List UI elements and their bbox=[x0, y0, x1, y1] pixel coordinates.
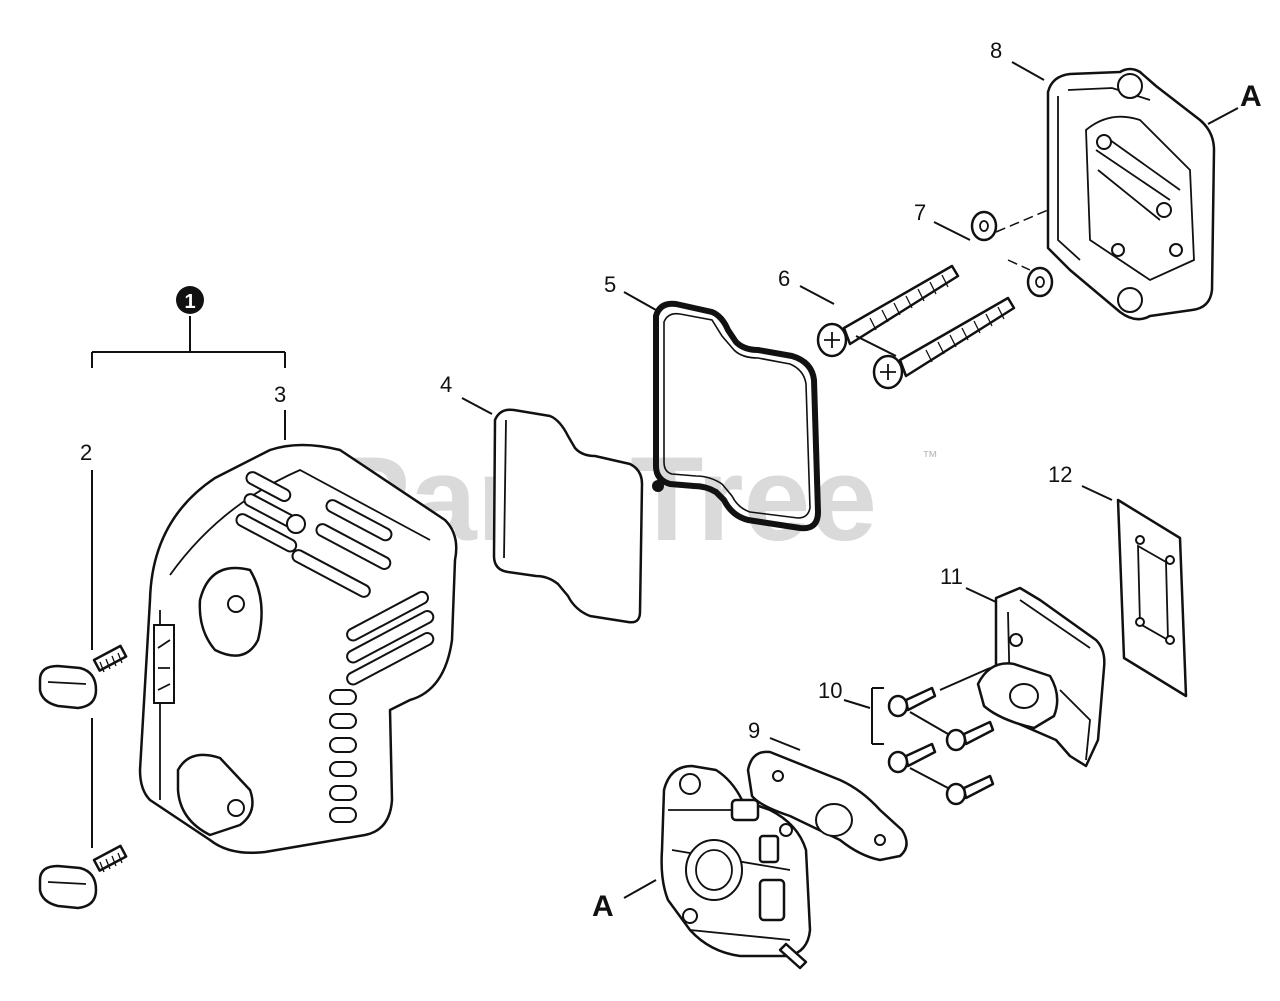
callout-6[interactable]: 6 bbox=[778, 266, 790, 291]
carburetor-gasket[interactable] bbox=[746, 750, 908, 862]
washer-upper[interactable] bbox=[970, 210, 998, 242]
leader-4 bbox=[461, 397, 493, 415]
leader-10-lines bbox=[909, 667, 991, 789]
small-screw-1[interactable] bbox=[887, 686, 937, 718]
callout-3[interactable]: 3 bbox=[274, 382, 286, 407]
leader-12 bbox=[1081, 485, 1113, 501]
leader-a-bottom bbox=[623, 879, 657, 899]
knob-screw-lower[interactable] bbox=[38, 844, 128, 910]
air-cleaner-cover[interactable] bbox=[138, 443, 458, 854]
callout-8[interactable]: 8 bbox=[990, 38, 1002, 63]
assembly-bracket bbox=[91, 316, 286, 368]
leader-5 bbox=[623, 291, 657, 311]
washer-lower[interactable] bbox=[1026, 266, 1054, 298]
callout-1-circle bbox=[176, 286, 204, 314]
callout-4[interactable]: 4 bbox=[440, 372, 452, 397]
reference-letter-a-top: A bbox=[1240, 80, 1262, 113]
callout-5[interactable]: 5 bbox=[604, 272, 616, 297]
leader-8 bbox=[1011, 61, 1045, 81]
leader-6 bbox=[799, 285, 835, 305]
callout-1[interactable]: 1 bbox=[176, 286, 204, 314]
centerline bbox=[995, 209, 1049, 271]
small-screw-3[interactable] bbox=[887, 742, 937, 774]
filter-gasket[interactable] bbox=[652, 300, 821, 532]
leader-a-top bbox=[1207, 107, 1239, 125]
watermark-tm: ™ bbox=[922, 449, 938, 466]
screw-lower[interactable] bbox=[872, 296, 1016, 390]
leader-10 bbox=[843, 687, 884, 745]
leader-11 bbox=[965, 587, 997, 603]
leader-9 bbox=[769, 737, 801, 751]
callout-7[interactable]: 7 bbox=[914, 200, 926, 225]
small-screw-2[interactable] bbox=[945, 720, 995, 752]
callout-2[interactable]: 2 bbox=[80, 440, 92, 465]
reference-letter-a-bottom: A bbox=[592, 890, 614, 923]
leader-6b bbox=[855, 335, 897, 357]
callout-12[interactable]: 12 bbox=[1048, 462, 1072, 487]
callout-1-label: 1 bbox=[184, 291, 195, 313]
callout-10[interactable]: 10 bbox=[818, 678, 842, 703]
small-screw-4[interactable] bbox=[945, 774, 995, 806]
screw-upper[interactable] bbox=[816, 264, 960, 358]
callout-9[interactable]: 9 bbox=[748, 718, 760, 743]
intake-adaptor[interactable] bbox=[976, 586, 1106, 768]
air-filter-element[interactable] bbox=[492, 408, 644, 624]
insulator-gasket[interactable] bbox=[1116, 498, 1188, 698]
callout-11[interactable]: 11 bbox=[940, 564, 963, 589]
knob-screw-upper[interactable] bbox=[38, 644, 128, 710]
leader-7 bbox=[933, 221, 971, 241]
carburetor[interactable] bbox=[660, 764, 812, 970]
air-cleaner-case[interactable] bbox=[1046, 67, 1216, 321]
